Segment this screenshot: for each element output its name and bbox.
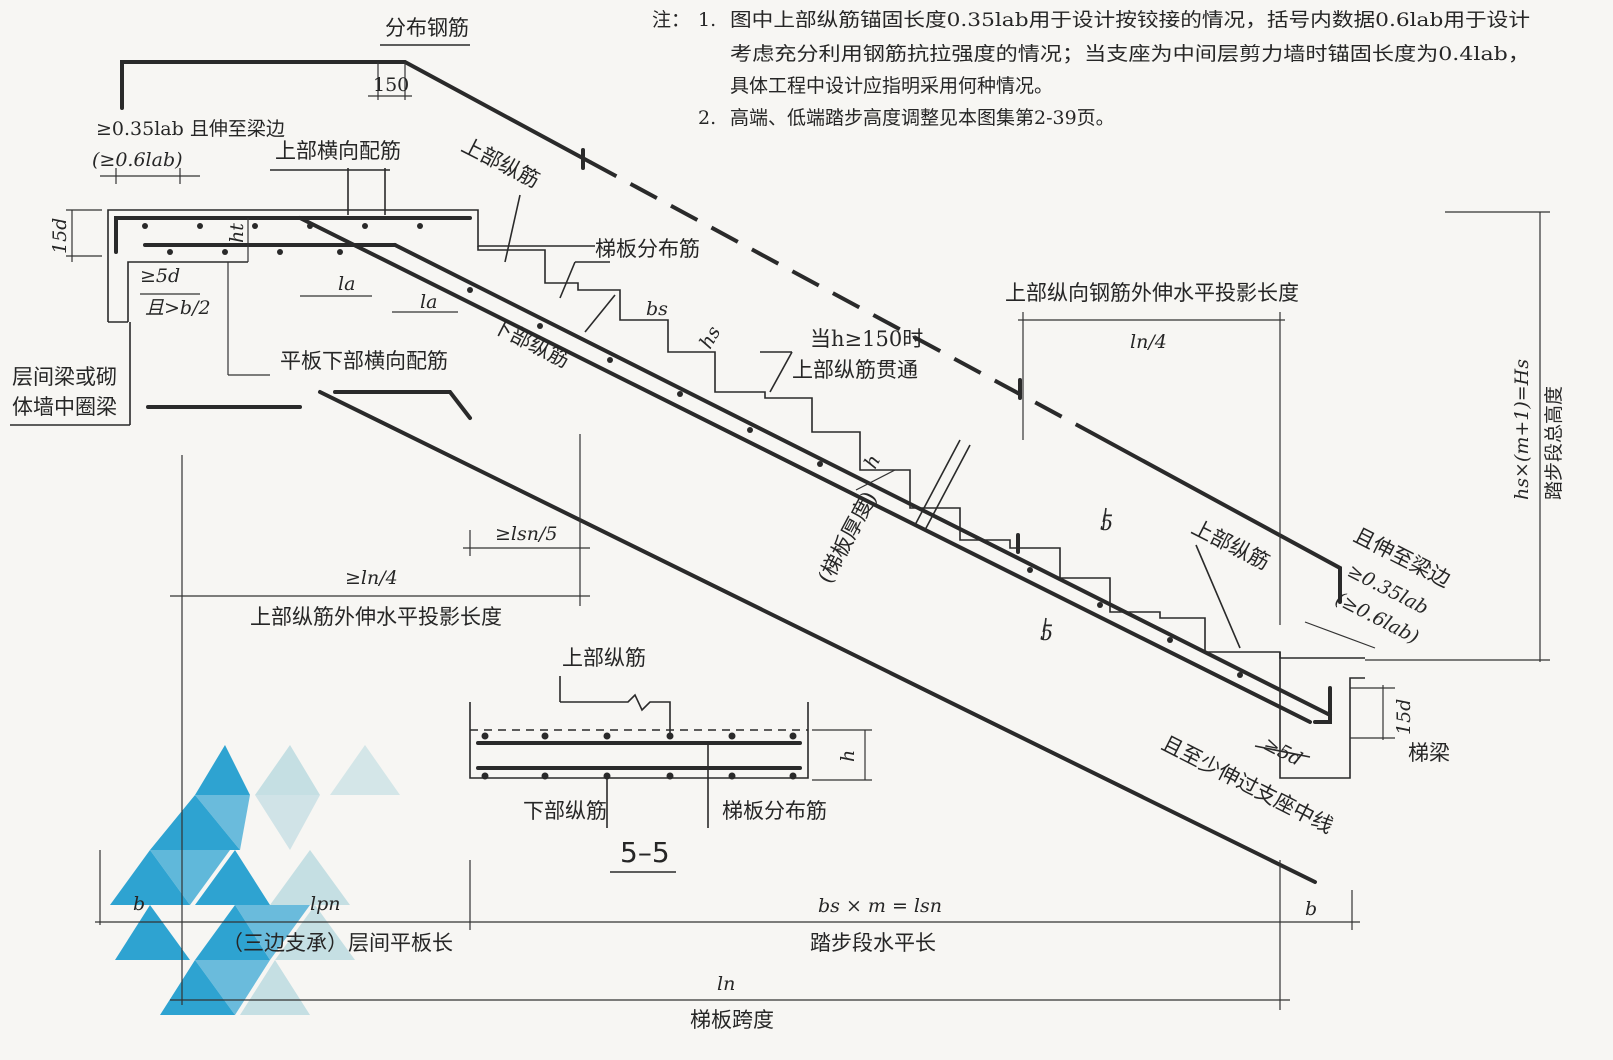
label-dim-b-left: b xyxy=(133,893,145,915)
landing-bottom-bar-right xyxy=(333,390,472,420)
label-sec-dist: 梯板分布筋 xyxy=(722,799,827,823)
label-ln-4-right: ln/4 xyxy=(1130,331,1167,353)
label-ht: ht xyxy=(226,223,248,243)
label-anchor-left: ≥0.35lab 且伸至梁边 xyxy=(96,118,285,140)
label-stair-slab-dist: 梯板分布筋 xyxy=(595,237,700,261)
leader-lines xyxy=(10,44,1311,758)
dimension-lines xyxy=(66,62,1550,1010)
label-ge-lsn-5: ≥lsn/5 xyxy=(495,523,557,545)
section-mark-1: 5 xyxy=(1100,511,1113,535)
label-dim-bs-m: bs × m = lsn xyxy=(818,895,942,917)
label-top-longitudinal-1: 上部纵筋 xyxy=(458,133,544,193)
label-sec-h: h xyxy=(837,750,859,762)
top-anchor-bar xyxy=(120,60,592,164)
label-anchor-left-paren: (≥0.6lab) xyxy=(92,149,183,171)
note-1-line-3: 具体工程中设计应指明采用何种情况。 xyxy=(730,75,1053,97)
label-ext-proj-right: 上部纵向钢筋外伸水平投影长度 xyxy=(1005,281,1299,305)
stair-steps xyxy=(477,246,1365,659)
landing-top-bar xyxy=(114,216,472,254)
label-dim-lpn: lpn xyxy=(310,893,340,915)
label-pass-center: 且至少伸过支座中线 xyxy=(1158,731,1337,838)
label-sec-bottom: 下部纵筋 xyxy=(523,799,607,823)
notes-prefix: 注： xyxy=(652,9,690,31)
label-15d-right: 15d xyxy=(1393,699,1415,735)
note-2-number: 2. xyxy=(698,107,716,129)
note-1-number: 1. xyxy=(698,9,716,31)
label-la-2: la xyxy=(420,291,437,313)
label-slab-thickness: (梯板厚度) xyxy=(813,487,881,587)
slab-top-bar xyxy=(298,216,1312,724)
label-dist-rebar-top: 分布钢筋 xyxy=(385,16,469,40)
label-bottom-longitudinal: 下部纵筋 xyxy=(488,313,574,373)
section-5-5 xyxy=(469,676,872,873)
label-span: 梯板跨度 xyxy=(690,1008,774,1032)
section-title: 5–5 xyxy=(620,836,670,869)
left-beam-outline xyxy=(107,209,595,322)
note-2-text: 高端、低端踏步高度调整见本图集第2-39页。 xyxy=(730,107,1115,129)
label-landing-name: （三边支承）层间平板长 xyxy=(222,931,453,955)
section-outline xyxy=(469,702,809,779)
break-line-1 xyxy=(914,439,961,526)
label-total-height: hs×(m+1)=Hs xyxy=(1511,359,1533,500)
rebar-dots xyxy=(142,223,1243,678)
label-15d-left: 15d xyxy=(49,218,71,254)
note-1-line-2: 考虑充分利用钢筋抗拉强度的情况；当支座为中间层剪力墙时锚固长度为0.4lab， xyxy=(730,43,1530,65)
triangle-logo-icon xyxy=(110,745,400,1015)
notes-block: 注： 1. 图中上部纵筋锚固长度0.35lab用于设计按铰接的情况，括号内数据0… xyxy=(652,9,1530,129)
label-la-1: la xyxy=(338,273,355,295)
label-when-h-150: 当h≥150时 xyxy=(810,327,923,351)
label-top-transverse: 上部横向配筋 xyxy=(275,139,401,163)
label-step-length: 踏步段水平长 xyxy=(810,931,936,955)
right-anchor-bar xyxy=(1313,686,1332,724)
section-dots xyxy=(481,732,797,780)
label-beam-left-2: 体墙中圈梁 xyxy=(12,395,117,419)
label-ge-5d-right: ≥5d xyxy=(1260,733,1306,771)
label-ge-5d: ≥5d xyxy=(140,265,180,287)
break-line-2 xyxy=(924,444,971,531)
label-bs: bs xyxy=(646,298,668,320)
label-ext-proj-left: 上部纵筋外伸水平投影长度 xyxy=(250,605,502,629)
label-top-continuous: 上部纵筋贯通 xyxy=(792,358,918,382)
label-and-gt-b2: 且>b/2 xyxy=(145,297,211,319)
label-dim-150: 150 xyxy=(373,74,409,96)
label-stair-beam: 梯梁 xyxy=(1408,741,1450,765)
label-h-thick: h xyxy=(860,451,885,472)
label-sec-top: 上部纵筋 xyxy=(562,646,646,670)
slab-bottom-bar xyxy=(393,243,1332,717)
label-bottom-transverse: 平板下部横向配筋 xyxy=(280,349,448,373)
label-ge-ln-4: ≥ln/4 xyxy=(345,567,398,589)
right-beam-outline xyxy=(1279,652,1365,779)
upper-right-bar xyxy=(1088,430,1342,604)
label-beam-left-1: 层间梁或砌 xyxy=(12,365,117,389)
label-total-height-name: 踏步段总高度 xyxy=(1543,386,1565,500)
note-1-line-1: 图中上部纵筋锚固长度0.35lab用于设计按铰接的情况，括号内数据0.6lab用… xyxy=(730,9,1530,31)
stair-structure xyxy=(107,60,1365,884)
label-dim-b-right: b xyxy=(1305,898,1317,920)
section-mark-2: 5 xyxy=(1040,621,1053,645)
left-beam-inner xyxy=(127,261,248,322)
label-hs: hs xyxy=(695,322,725,352)
label-dim-ln: ln xyxy=(717,973,735,995)
upper-dashed-bar xyxy=(589,160,1091,434)
slab-bottom-edge xyxy=(318,390,1317,884)
